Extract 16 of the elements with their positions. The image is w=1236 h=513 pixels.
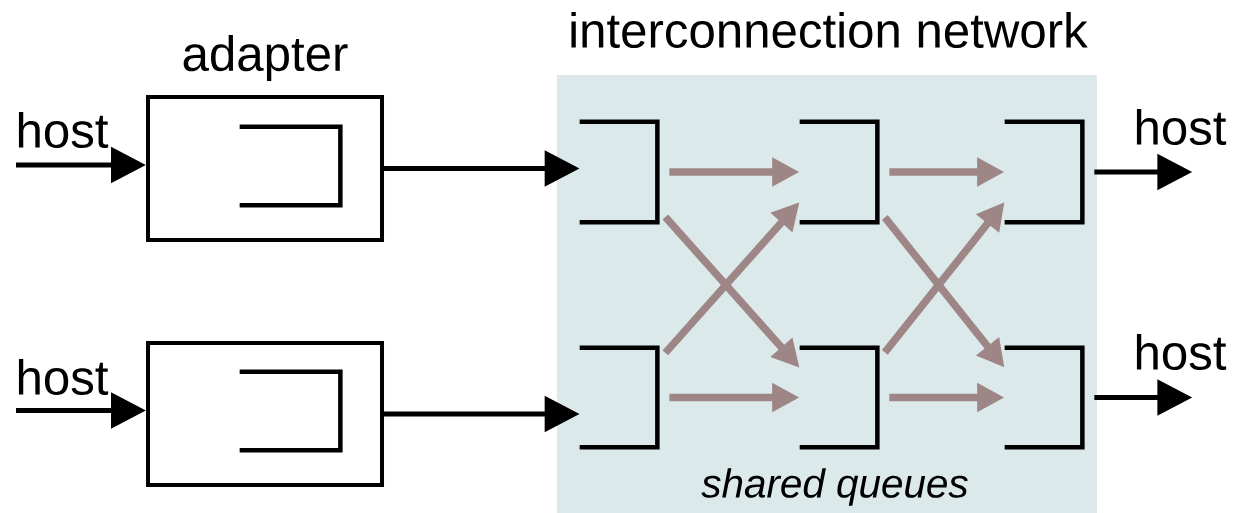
host-label: host <box>1136 108 1227 146</box>
heading: interconnection network <box>571 11 1088 49</box>
host-label: host <box>18 358 109 396</box>
queue-bracket <box>1004 119 1085 225</box>
panel-label: shared queues <box>701 468 968 506</box>
queue-bracket <box>799 345 880 450</box>
queue-bracket <box>579 119 660 225</box>
host-label: host <box>1136 333 1227 371</box>
queue-bracket <box>579 345 660 450</box>
host-label: host <box>18 111 109 149</box>
heading: adapter <box>183 35 348 81</box>
queue-bracket <box>239 124 343 208</box>
queue-bracket <box>239 369 343 453</box>
queue-bracket <box>799 119 880 225</box>
adapter-box <box>146 341 384 487</box>
queue-bracket <box>1004 345 1085 450</box>
